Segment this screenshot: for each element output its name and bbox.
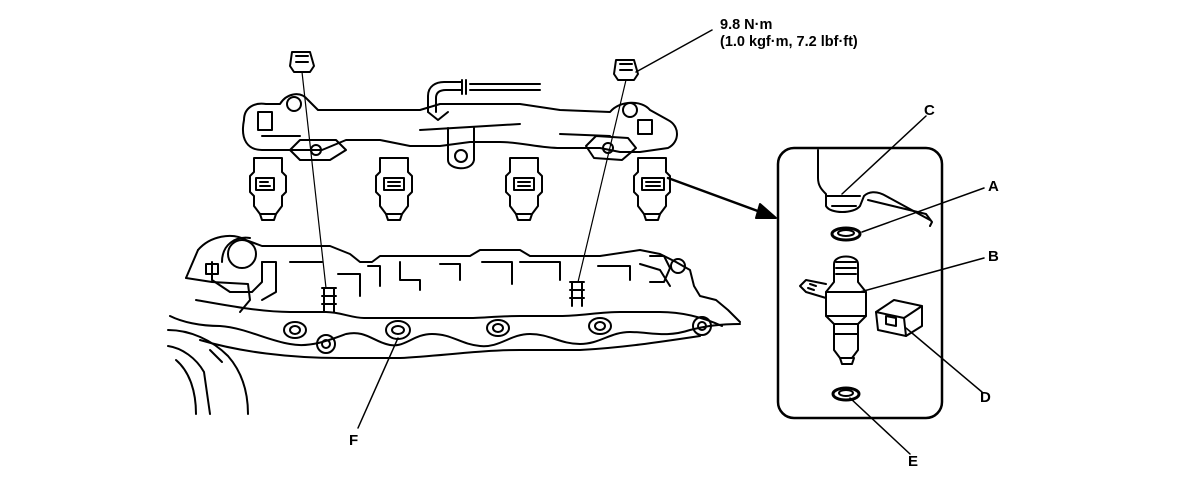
torque-detail: (1.0 kgf·m, 7.2 lbf·ft) xyxy=(720,34,858,50)
injector-1 xyxy=(249,157,287,221)
rail-bolts xyxy=(289,51,639,81)
leader-lines xyxy=(357,29,985,455)
injector-4 xyxy=(633,157,671,221)
leader-e xyxy=(849,397,911,455)
torque-spec: 9.8 N·m (1.0 kgf·m, 7.2 lbf·ft) xyxy=(720,17,858,51)
leader-a xyxy=(861,187,985,233)
injector-3 xyxy=(505,157,543,221)
injector-2 xyxy=(375,157,413,221)
leader-b xyxy=(859,257,985,293)
leader-d xyxy=(905,327,983,393)
bolt-guide-lines xyxy=(301,71,627,289)
leader-c xyxy=(841,115,927,195)
detail-arrow xyxy=(666,176,777,219)
callout-e: E xyxy=(908,453,919,470)
fuel-rail xyxy=(242,79,678,170)
rail-injectors xyxy=(249,157,671,221)
callout-b: B xyxy=(988,248,999,265)
callout-d: D xyxy=(980,389,991,406)
torque-leader xyxy=(635,29,713,73)
detail-inset-frame xyxy=(776,146,944,420)
detail-inset-parts xyxy=(799,149,933,402)
leader-f xyxy=(357,337,399,429)
cylinder-head xyxy=(167,234,741,415)
callout-a: A xyxy=(988,178,999,195)
callout-f: F xyxy=(349,432,359,449)
torque-value: 9.8 N·m xyxy=(720,17,773,33)
callout-c: C xyxy=(924,102,935,119)
